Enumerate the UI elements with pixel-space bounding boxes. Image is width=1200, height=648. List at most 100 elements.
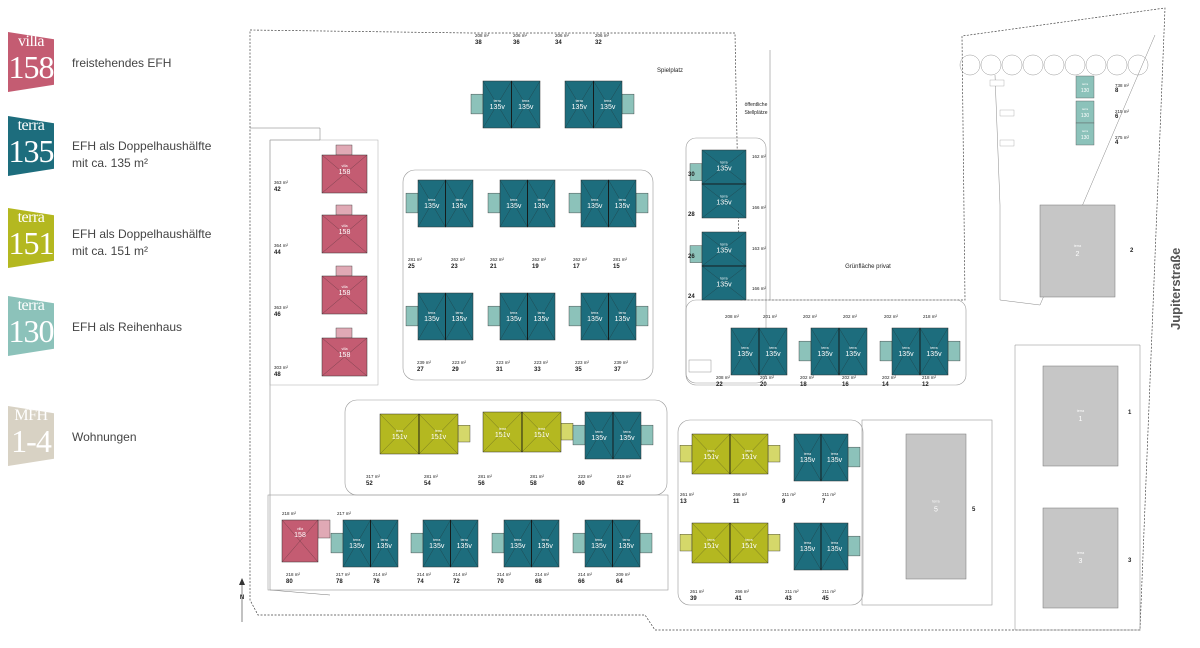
roof-ridge bbox=[608, 292, 637, 341]
house-type-word: terra bbox=[707, 538, 714, 542]
roof-ridge bbox=[417, 292, 446, 341]
utility-box bbox=[688, 359, 712, 373]
lot-number: 30 bbox=[688, 172, 695, 178]
lot-area: 202 m² bbox=[843, 314, 858, 319]
lot-area: 223 m² bbox=[496, 360, 511, 365]
lot-area: 219 m² bbox=[617, 474, 632, 479]
roof-ridge bbox=[584, 411, 614, 460]
carport bbox=[989, 79, 1005, 87]
lot-area: 202 m² bbox=[842, 375, 857, 380]
garage bbox=[679, 534, 693, 552]
house-type-number: 135v bbox=[716, 282, 732, 289]
roof-ridge bbox=[729, 433, 769, 475]
house-type-number: 130 bbox=[1081, 88, 1090, 94]
legend-text: Wohnungen bbox=[72, 430, 137, 444]
lot-number: 15 bbox=[613, 264, 620, 270]
garage bbox=[470, 93, 484, 115]
parcel-edge bbox=[1014, 344, 1141, 631]
lot-area: 202 m² bbox=[882, 375, 897, 380]
lot-number: 39 bbox=[690, 596, 697, 602]
lot-area: 208 m² bbox=[716, 375, 731, 380]
lot-area: 201 m² bbox=[763, 314, 778, 319]
block-outline bbox=[677, 419, 864, 606]
garage bbox=[767, 445, 781, 463]
lot-number: 7 bbox=[822, 499, 826, 505]
lot-area: 217 m² bbox=[336, 572, 351, 577]
row-house bbox=[1075, 100, 1095, 124]
roof-ridge bbox=[445, 179, 474, 228]
house-type-number: 135v bbox=[587, 203, 603, 210]
house-type-word: terra bbox=[396, 429, 403, 433]
house-type-number: 135v bbox=[600, 104, 616, 111]
house-type-number: 135v bbox=[765, 351, 781, 358]
house-type-number: 135v bbox=[845, 351, 861, 358]
legend-badge-number: 1-4 bbox=[11, 423, 52, 459]
roof-ridge bbox=[370, 519, 399, 568]
garage bbox=[330, 532, 344, 554]
house-type-number: 135v bbox=[587, 316, 603, 323]
tree-icon bbox=[1043, 54, 1065, 76]
legend-badge-word: terra bbox=[17, 117, 45, 134]
building-word: terra bbox=[1074, 244, 1081, 248]
house-type-word: terra bbox=[576, 99, 583, 103]
house-type-number: 151v bbox=[703, 454, 719, 461]
lot-number: 78 bbox=[336, 579, 343, 585]
lot-number: 4 bbox=[1115, 140, 1119, 146]
house-type-number: 135v bbox=[827, 546, 843, 553]
house-type-number: 135v bbox=[572, 104, 588, 111]
lot-area: 209 m² bbox=[616, 572, 631, 577]
tree-icon bbox=[1106, 54, 1128, 76]
house-type-number: 151v bbox=[392, 434, 408, 441]
lot-area: 218 m² bbox=[286, 572, 301, 577]
house-type-number: 130 bbox=[1081, 113, 1090, 119]
building-number: 5 bbox=[934, 507, 938, 514]
lot-area: 262 m² bbox=[573, 257, 588, 262]
house-type-number: 135v bbox=[817, 351, 833, 358]
garage bbox=[635, 305, 649, 327]
roof-ridge bbox=[701, 265, 747, 301]
roof-ridge bbox=[691, 522, 731, 564]
house-type-number: 135v bbox=[716, 166, 732, 173]
roof-ridge bbox=[499, 292, 528, 341]
lot-area: 223 m² bbox=[575, 360, 590, 365]
block-outline bbox=[685, 137, 767, 384]
apartment-building bbox=[905, 433, 967, 580]
roof-ridge bbox=[503, 519, 532, 568]
house-type-number: 135v bbox=[898, 351, 914, 358]
house-type-number: 135v bbox=[510, 543, 526, 550]
lot-area: 201 m² bbox=[760, 375, 775, 380]
lot-area: 211 m² bbox=[785, 589, 799, 594]
lot-area: 214 m² bbox=[453, 572, 468, 577]
roof-ridge bbox=[379, 413, 420, 455]
lot-area: 211 m² bbox=[822, 589, 836, 594]
garage bbox=[487, 305, 501, 327]
roof-ridge bbox=[422, 519, 451, 568]
lot-area: 202 m² bbox=[800, 375, 815, 380]
lot-number: 42 bbox=[274, 187, 281, 193]
lot-number: 14 bbox=[882, 382, 889, 388]
garage bbox=[491, 532, 505, 554]
roof-ridge bbox=[482, 411, 523, 453]
building-number: 1 bbox=[1079, 416, 1083, 423]
lot-number: 66 bbox=[578, 579, 585, 585]
roof-ridge bbox=[321, 275, 368, 315]
house-type-word: terra bbox=[538, 198, 545, 202]
roof-ridge bbox=[810, 327, 840, 376]
lot-number: 45 bbox=[822, 596, 829, 602]
house-type-word: terra bbox=[591, 311, 598, 315]
garage bbox=[947, 340, 961, 362]
roof-ridge bbox=[729, 522, 769, 564]
roof-ridge bbox=[417, 179, 446, 228]
row-house bbox=[1075, 75, 1095, 99]
lot-area: 262 m² bbox=[490, 257, 505, 262]
garage bbox=[621, 93, 635, 115]
lot-number: 70 bbox=[497, 579, 504, 585]
roof-ridge bbox=[564, 80, 594, 129]
house-type-number: 135v bbox=[506, 316, 522, 323]
lot-area: 215 m² bbox=[1115, 109, 1130, 114]
roof-ridge bbox=[701, 183, 747, 219]
